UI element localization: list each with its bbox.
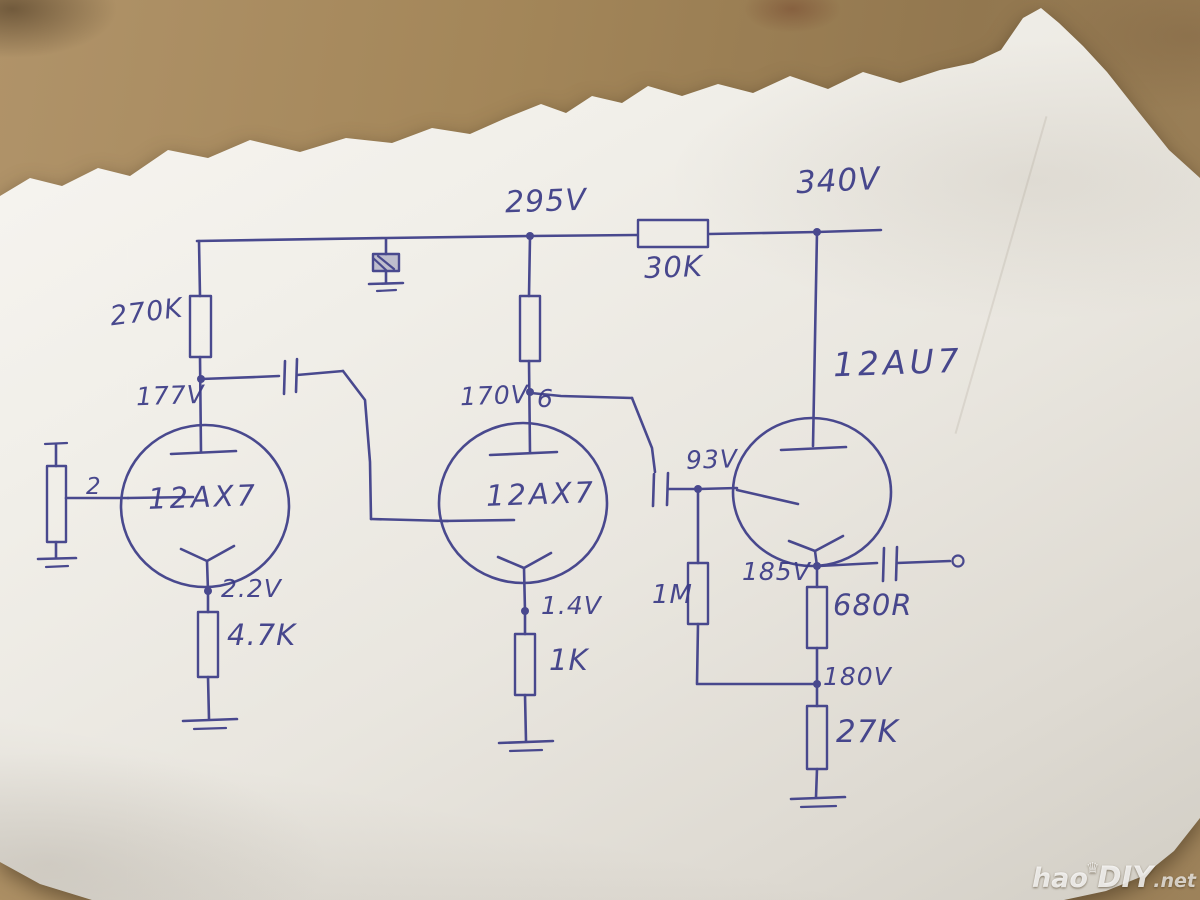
- stage1-plate-branch: [188, 239, 213, 454]
- pin2-label: 2: [86, 474, 102, 500]
- watermark-diy: DIY: [1097, 860, 1154, 894]
- stage1-cathode-branch: [181, 589, 239, 731]
- resistor-1k-label: 1K: [549, 643, 589, 677]
- junction-dot: [694, 485, 702, 493]
- voltage-177-label: 177V: [135, 379, 206, 412]
- voltage-185-label: 185V: [742, 557, 811, 586]
- tube3-label: 12AU7: [832, 340, 964, 385]
- grid-resistor-1m-branch: [686, 488, 815, 686]
- output-network: [817, 545, 965, 583]
- junction-dot: [813, 228, 821, 236]
- voltage-93-label: 93V: [685, 444, 739, 475]
- input-network: [36, 441, 130, 569]
- junction-dots: [197, 228, 821, 688]
- resistor-4k7-label: 4.7K: [227, 618, 297, 652]
- decoupling-capacitor: [367, 237, 405, 293]
- series-resistor-30k: [636, 218, 710, 249]
- voltage-170-label: 170V: [459, 379, 530, 412]
- voltage-1v4-label: 1.4V: [541, 591, 602, 620]
- stage2-plate-branch: [518, 235, 542, 455]
- stage2-to-stage3-coupling: [529, 391, 739, 508]
- watermark: hao♛DIY.net: [1032, 859, 1196, 894]
- junction-dot: [526, 388, 534, 396]
- stage2-cathode-branch: [497, 609, 555, 753]
- resistor-30k-label: 30K: [643, 248, 704, 286]
- tube2-triode: [437, 421, 609, 613]
- tube1-label: 12AX7: [147, 478, 259, 516]
- tube2-label: 12AX7: [485, 475, 597, 513]
- tube3-triode: [731, 416, 893, 568]
- output-terminal: [951, 554, 965, 568]
- rail-voltage-340: 340V: [795, 160, 882, 202]
- power-rail: [195, 228, 883, 243]
- voltage-2v2-label: 2.2V: [221, 574, 282, 603]
- voltage-180-label: 180V: [823, 662, 892, 691]
- junction-dot: [526, 232, 534, 240]
- junction-dot: [204, 587, 212, 595]
- watermark-net: .net: [1153, 870, 1196, 892]
- tube1-triode: [119, 423, 291, 593]
- crown-icon: ♛: [1085, 859, 1100, 877]
- junction-dot: [813, 680, 821, 688]
- resistor-1m-label: 1M: [652, 580, 693, 610]
- stage3-cathode-chain: [789, 564, 847, 809]
- resistor-27k-label: 27K: [836, 714, 899, 750]
- stage3-plate-wire: [811, 230, 819, 448]
- rail-voltage-295: 295V: [504, 182, 588, 221]
- resistor-680r-label: 680R: [833, 588, 913, 622]
- pin6-label: 6: [537, 384, 554, 413]
- watermark-hao: hao: [1031, 863, 1088, 894]
- junction-dot: [521, 607, 529, 615]
- junction-dot: [197, 375, 205, 383]
- junction-dot: [813, 562, 821, 570]
- coupling-capacitor-1: [199, 357, 450, 523]
